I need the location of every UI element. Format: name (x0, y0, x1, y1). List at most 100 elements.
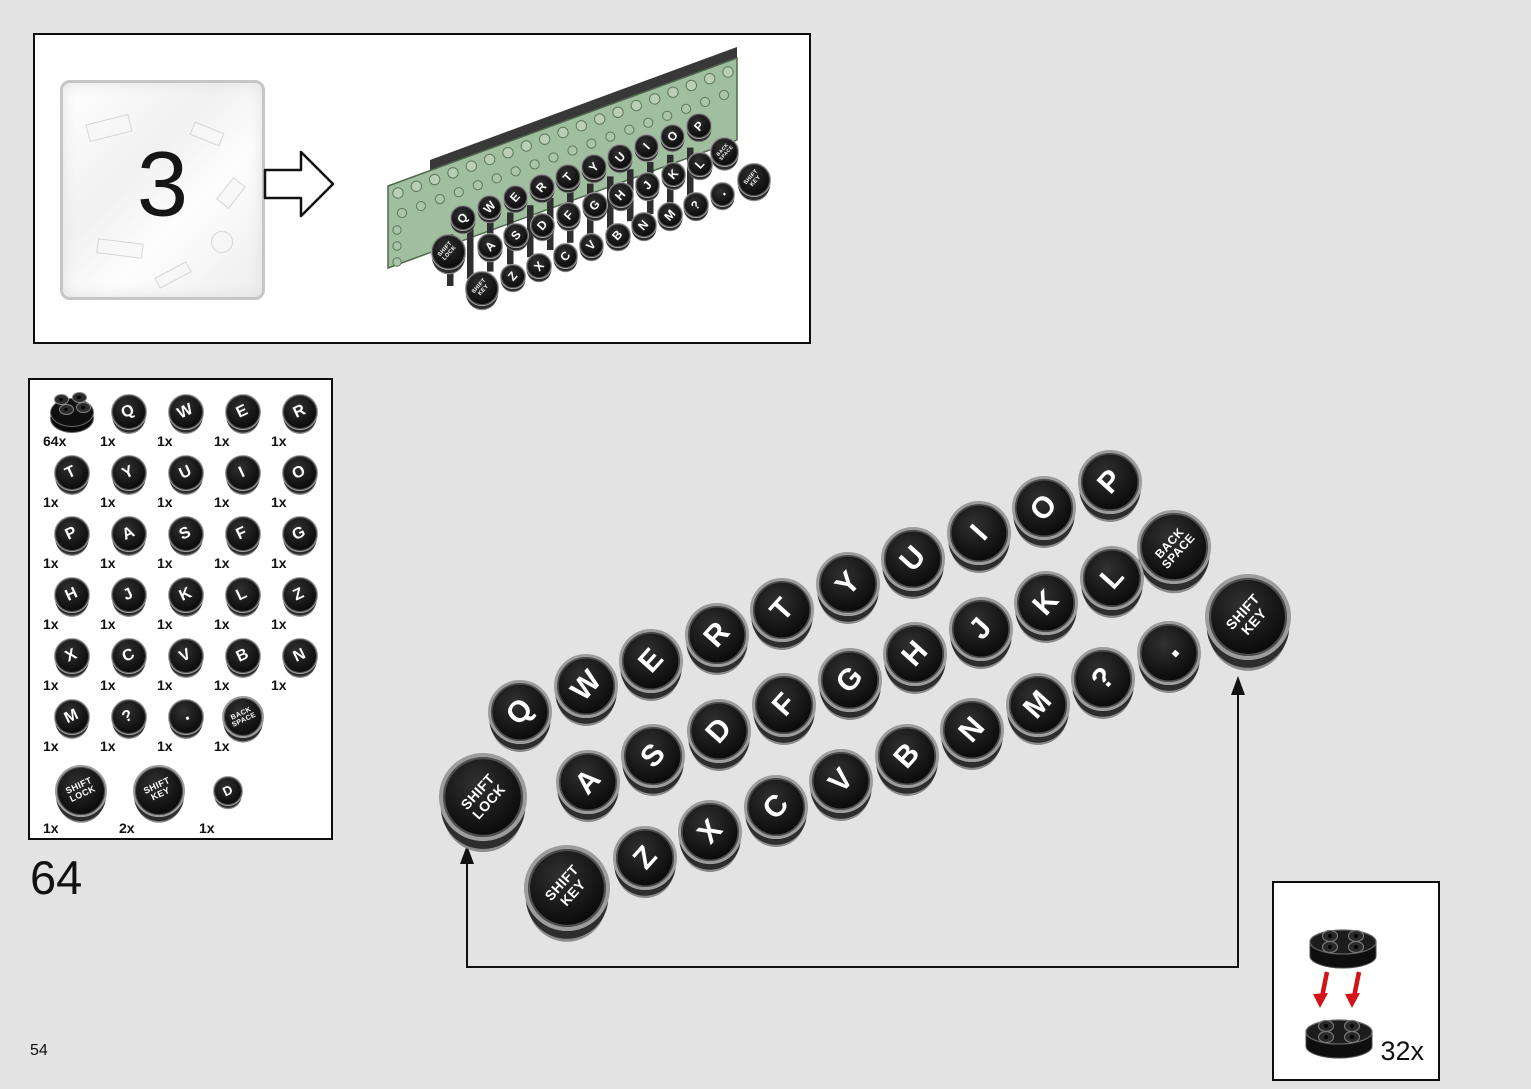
part-key-o: O (281, 455, 318, 491)
part-count: 1x (157, 433, 173, 449)
part-cell: U 1x (157, 451, 214, 512)
part-count: 1x (157, 677, 173, 693)
part-key-u: U (167, 455, 204, 491)
part-cell: O 1x (271, 451, 328, 512)
part-key-f: F (224, 516, 261, 552)
part-key-j: J (110, 577, 147, 613)
key-x: X (678, 800, 742, 864)
key-e: E (619, 629, 683, 693)
key-g: G (818, 648, 882, 712)
key-m: M (1006, 673, 1070, 737)
part-count: 1x (43, 820, 59, 836)
part-icon-wrap: O (271, 451, 328, 495)
part-key-q: Q (110, 394, 147, 430)
part-icon-wrap: R (271, 390, 328, 434)
part-count: 1x (100, 494, 116, 510)
part-count: 1x (271, 616, 287, 632)
part-key-p: P (53, 516, 90, 552)
part-count: 1x (100, 616, 116, 632)
part-count: 1x (43, 677, 59, 693)
part-icon-wrap: Q (100, 390, 157, 434)
part-count: 1x (214, 677, 230, 693)
part-count: 1x (100, 555, 116, 571)
key-j: J (949, 597, 1013, 661)
part-count: 1x (199, 820, 215, 836)
part-count: 1x (271, 433, 287, 449)
bag-brick-hint (216, 177, 246, 209)
substack-callout-box: 32x (1272, 881, 1440, 1081)
bag-brick-hint (85, 113, 133, 143)
part-key-t: T (53, 455, 90, 491)
part-icon-wrap: U (157, 451, 214, 495)
key-o: O (1012, 476, 1076, 540)
part-icon-wrap: D (199, 760, 256, 821)
bag-brick-hint (96, 238, 144, 259)
key-l: L (1080, 546, 1144, 610)
key-d: D (687, 699, 751, 763)
part-key-x: X (53, 638, 90, 674)
part-cell: ?1x (100, 695, 157, 756)
part-icon-wrap: T (43, 451, 100, 495)
part-icon-wrap: P (43, 512, 100, 556)
key-w: W (554, 654, 618, 718)
part-icon-wrap: S (157, 512, 214, 556)
part-icon-wrap: I (214, 451, 271, 495)
key-t: T (750, 578, 814, 642)
part-key-y: Y (110, 455, 147, 491)
part-key-v: V (167, 638, 204, 674)
part-icon-wrap: Y (100, 451, 157, 495)
key-k: K (1014, 571, 1078, 635)
part-key-d: D (212, 775, 243, 806)
bag-step-box: 3 (33, 33, 811, 344)
part-key-a: A (110, 516, 147, 552)
part-icon-wrap: X (43, 634, 100, 678)
bag-brick-hint (189, 121, 225, 147)
part-count: 1x (271, 555, 287, 571)
part-count: 1x (214, 494, 230, 510)
bag-number: 3 (136, 133, 189, 236)
key-c: C (744, 775, 808, 839)
bag-brick-hint (154, 261, 192, 289)
callout-connector-arrows (460, 676, 1245, 968)
part-count: 1x (157, 494, 173, 510)
key-h: H (883, 622, 947, 686)
part-count: 1x (100, 433, 116, 449)
part-key-k: K (167, 577, 204, 613)
part-count: 1x (271, 494, 287, 510)
part-icon-wrap: Z (271, 573, 328, 617)
part-icon-wrap: K (157, 573, 214, 617)
part-icon-wrap: J (100, 573, 157, 617)
up-arrowhead-icon (460, 845, 474, 864)
part-cell: F 1x (214, 512, 271, 573)
part-count: 1x (214, 555, 230, 571)
part-key-period: . (167, 699, 204, 735)
up-arrowhead-icon (1231, 676, 1245, 695)
part-cell: 64x (43, 390, 100, 451)
part-count: 1x (157, 616, 173, 632)
